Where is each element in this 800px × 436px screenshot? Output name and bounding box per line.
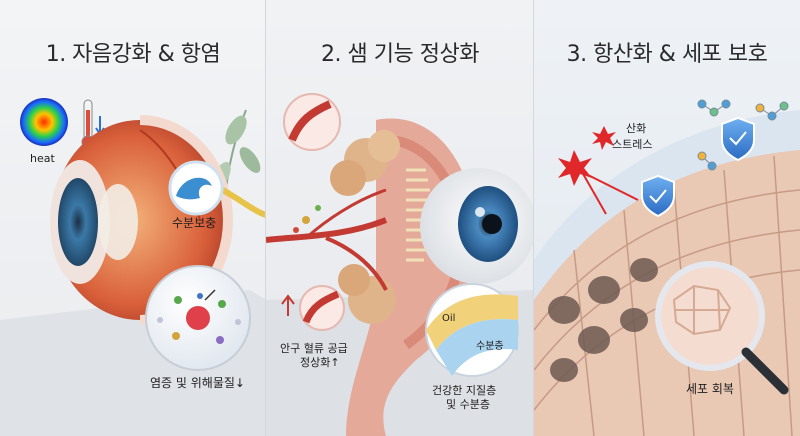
cell-illustration	[534, 99, 800, 436]
blood-flow-label-2: 정상화↑	[300, 356, 340, 369]
panel-antioxidant: 3. 항산화 & 세포 보호	[534, 0, 800, 436]
panel-anti-inflammation: 1. 자음강화 & 항염	[0, 0, 266, 436]
shield-icon	[641, 174, 675, 218]
inflammation-label: 염증 및 위해물질↓	[150, 376, 245, 390]
healthy-layer-label: 건강한 지질층	[432, 384, 497, 397]
oil-label: Oil	[442, 313, 456, 324]
moisture-label: 수분보충	[172, 216, 217, 230]
magnifier-icon	[655, 261, 765, 371]
eye-illustration	[0, 98, 266, 436]
water-layer-label: 수분층	[476, 341, 504, 352]
panel-gland-function: 2. 샘 기능 정상화	[266, 0, 534, 436]
stress-label: 스트레스	[612, 138, 653, 151]
gland-illustration	[266, 93, 534, 436]
panel-1-title: 1. 자음강화 & 항염	[45, 42, 221, 67]
healthy-layer-label-2: 및 수분층	[446, 398, 490, 411]
oxidation-label: 산화	[626, 122, 647, 135]
heat-label: heat	[30, 152, 55, 165]
panel-3-title: 3. 항산화 & 세포 보호	[566, 42, 768, 67]
oxidative-stress-icon	[558, 150, 592, 186]
heat-map-icon	[20, 98, 68, 146]
vessel-badge	[283, 93, 341, 151]
panel-2-title: 2. 샘 기능 정상화	[321, 42, 479, 67]
molecule-icon	[697, 99, 789, 171]
blood-flow-label: 안구 혈류 공급	[280, 342, 348, 355]
shield-icon	[721, 116, 755, 162]
cell-recovery-label: 세포 회복	[686, 382, 734, 396]
